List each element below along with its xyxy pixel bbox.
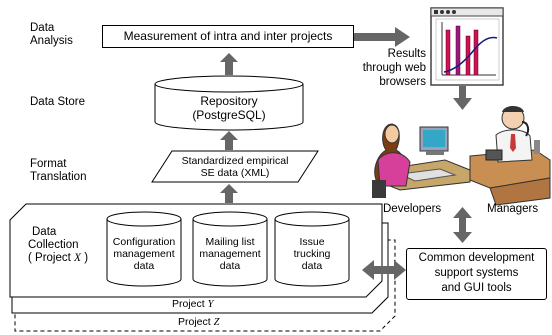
repository-cylinder xyxy=(154,75,304,131)
common-development-box: Common development support systems and G… xyxy=(406,248,547,300)
arrow-measurement-to-chart xyxy=(352,27,410,47)
arrow-users-common xyxy=(453,207,472,243)
measurement-box: Measurement of intra and inter projects xyxy=(102,25,354,48)
common-line2: support systems xyxy=(434,267,519,279)
collection-label-line2: Collection xyxy=(28,239,79,251)
source-issue-line1: Issue xyxy=(299,236,325,248)
project-y-label: Project Y xyxy=(172,298,213,311)
managers-label: Managers xyxy=(487,203,539,215)
manager-illustration xyxy=(469,106,551,206)
project-y-var: Y xyxy=(207,299,214,310)
collection-label-prefix: ( Project xyxy=(28,252,75,264)
repository-label: Repository xyxy=(200,94,258,108)
common-line3: and GUI tools xyxy=(441,282,512,294)
project-z-var: Z xyxy=(213,317,220,328)
results-label-line2: through web xyxy=(362,62,426,74)
flow-arrows xyxy=(220,27,472,280)
source-configuration-line1: Configuration xyxy=(112,236,176,248)
collection-label-line3: ( Project X ) xyxy=(28,252,88,265)
arrow-repo-to-measurement xyxy=(220,53,238,75)
source-mailing-line1: Mailing list xyxy=(205,236,255,248)
source-configuration-line3: data xyxy=(133,260,155,272)
developer-illustration xyxy=(372,123,471,198)
repository-db-label: (PostgreSQL) xyxy=(192,108,266,122)
arrow-chart-to-users xyxy=(453,86,472,110)
xml-label-line2: SE data (XML) xyxy=(200,167,270,179)
project-y-prefix: Project xyxy=(172,298,208,310)
xml-parallelogram xyxy=(151,150,319,183)
collection-label-line1: Data xyxy=(32,226,57,238)
developers-label: Developers xyxy=(383,203,442,215)
arrow-xml-to-repo xyxy=(220,131,238,150)
results-label-line3: browsers xyxy=(379,76,426,88)
common-line1: Common development xyxy=(418,252,535,264)
layer-label-translation: Format Translation xyxy=(30,158,87,183)
source-cylinder-configuration xyxy=(106,211,182,287)
project-z-label: Project Z xyxy=(178,316,219,329)
source-mailing-line3: data xyxy=(219,260,241,272)
measurement-label: Measurement of intra and inter projects xyxy=(123,29,333,43)
collection-project-var: X xyxy=(74,252,82,264)
source-cylinder-issue xyxy=(274,211,350,287)
project-z-prefix: Project xyxy=(178,316,214,328)
source-cylinder-mailing xyxy=(192,211,268,287)
layer-label-analysis: Data Analysis xyxy=(30,22,73,47)
collection-label-suffix: ) xyxy=(81,252,89,264)
xml-label-line1: Standardized empirical xyxy=(181,155,289,167)
results-chart-window xyxy=(430,7,504,86)
source-issue-line3: data xyxy=(301,260,323,272)
results-label-line1: Results xyxy=(387,48,426,60)
source-mailing-line2: management xyxy=(199,248,261,260)
arrow-collection-common xyxy=(362,260,406,280)
layer-label-store: Data Store xyxy=(30,96,85,108)
source-configuration-line2: management xyxy=(113,248,175,260)
arrow-collection-to-xml xyxy=(220,184,238,203)
source-issue-line2: trucking xyxy=(293,248,331,260)
